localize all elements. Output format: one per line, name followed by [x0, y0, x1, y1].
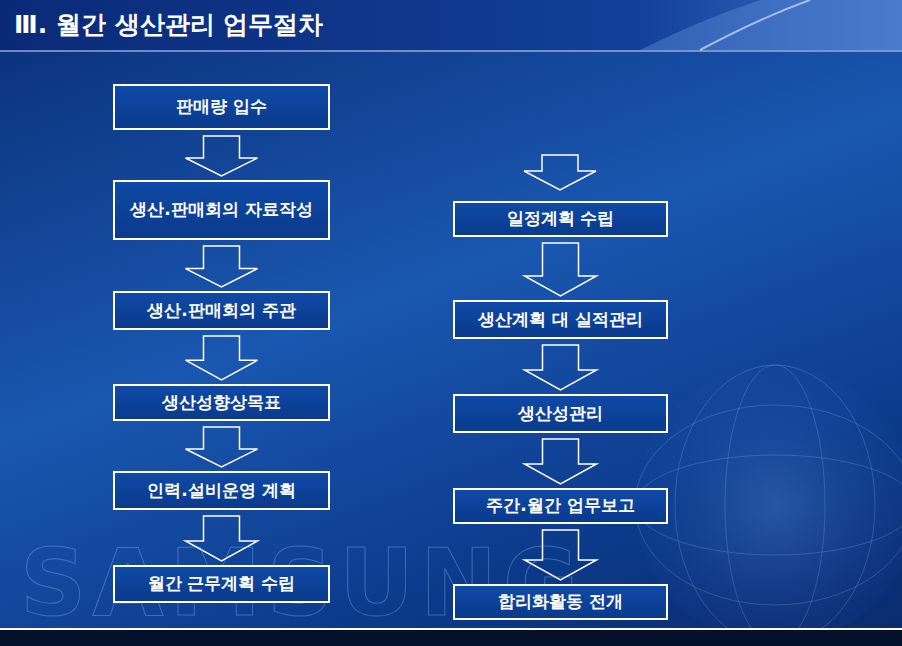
process-box: 인력.설비운영 계획: [113, 471, 330, 510]
block-arrow: [525, 243, 597, 296]
box-label: 생산성향상목표: [154, 388, 289, 417]
block-arrow: [186, 336, 258, 380]
block-arrow: [186, 427, 258, 467]
block-arrow: [186, 136, 258, 176]
process-box: 월간 근무계획 수립: [113, 565, 330, 603]
header-arc: [700, 0, 810, 50]
process-box: 생산.판매회의 자료작성: [113, 180, 330, 240]
process-box: 생산.판매회의 주관: [113, 291, 330, 330]
process-box: 생산성향상목표: [113, 384, 330, 421]
box-label: 판매량 입수: [168, 92, 275, 121]
continuation-arrow: [524, 155, 596, 190]
box-label: 일정계획 수립: [499, 204, 623, 233]
globe: [635, 365, 902, 645]
header-bar: [0, 0, 902, 50]
globe-grid: [635, 365, 902, 645]
process-box: 생산계획 대 실적관리: [453, 300, 668, 339]
process-box: 생산성관리: [453, 394, 668, 433]
process-box: 합리화활동 전개: [453, 584, 668, 620]
slide-title: Ⅲ. 월간 생산관리 업무절차: [14, 8, 323, 41]
process-box: 판매량 입수: [113, 84, 330, 130]
box-label: 생산.판매회의 주관: [139, 296, 303, 325]
process-box: 일정계획 수립: [453, 201, 668, 237]
block-arrow: [525, 345, 597, 390]
block-arrow: [186, 246, 258, 287]
process-box: 주간.월간 업무보고: [453, 488, 668, 524]
box-label: 생산.판매회의 자료작성: [122, 195, 320, 224]
box-label: 인력.설비운영 계획: [139, 476, 303, 505]
box-label: 합리화활동 전개: [490, 587, 631, 616]
block-arrow: [525, 439, 597, 484]
box-label: 생산계획 대 실적관리: [470, 305, 651, 334]
header-rule: [0, 50, 902, 52]
box-label: 주간.월간 업무보고: [478, 491, 642, 520]
box-label: 월간 근무계획 수립: [140, 569, 304, 598]
box-label: 생산성관리: [510, 399, 611, 428]
header-curve: [640, 0, 902, 50]
